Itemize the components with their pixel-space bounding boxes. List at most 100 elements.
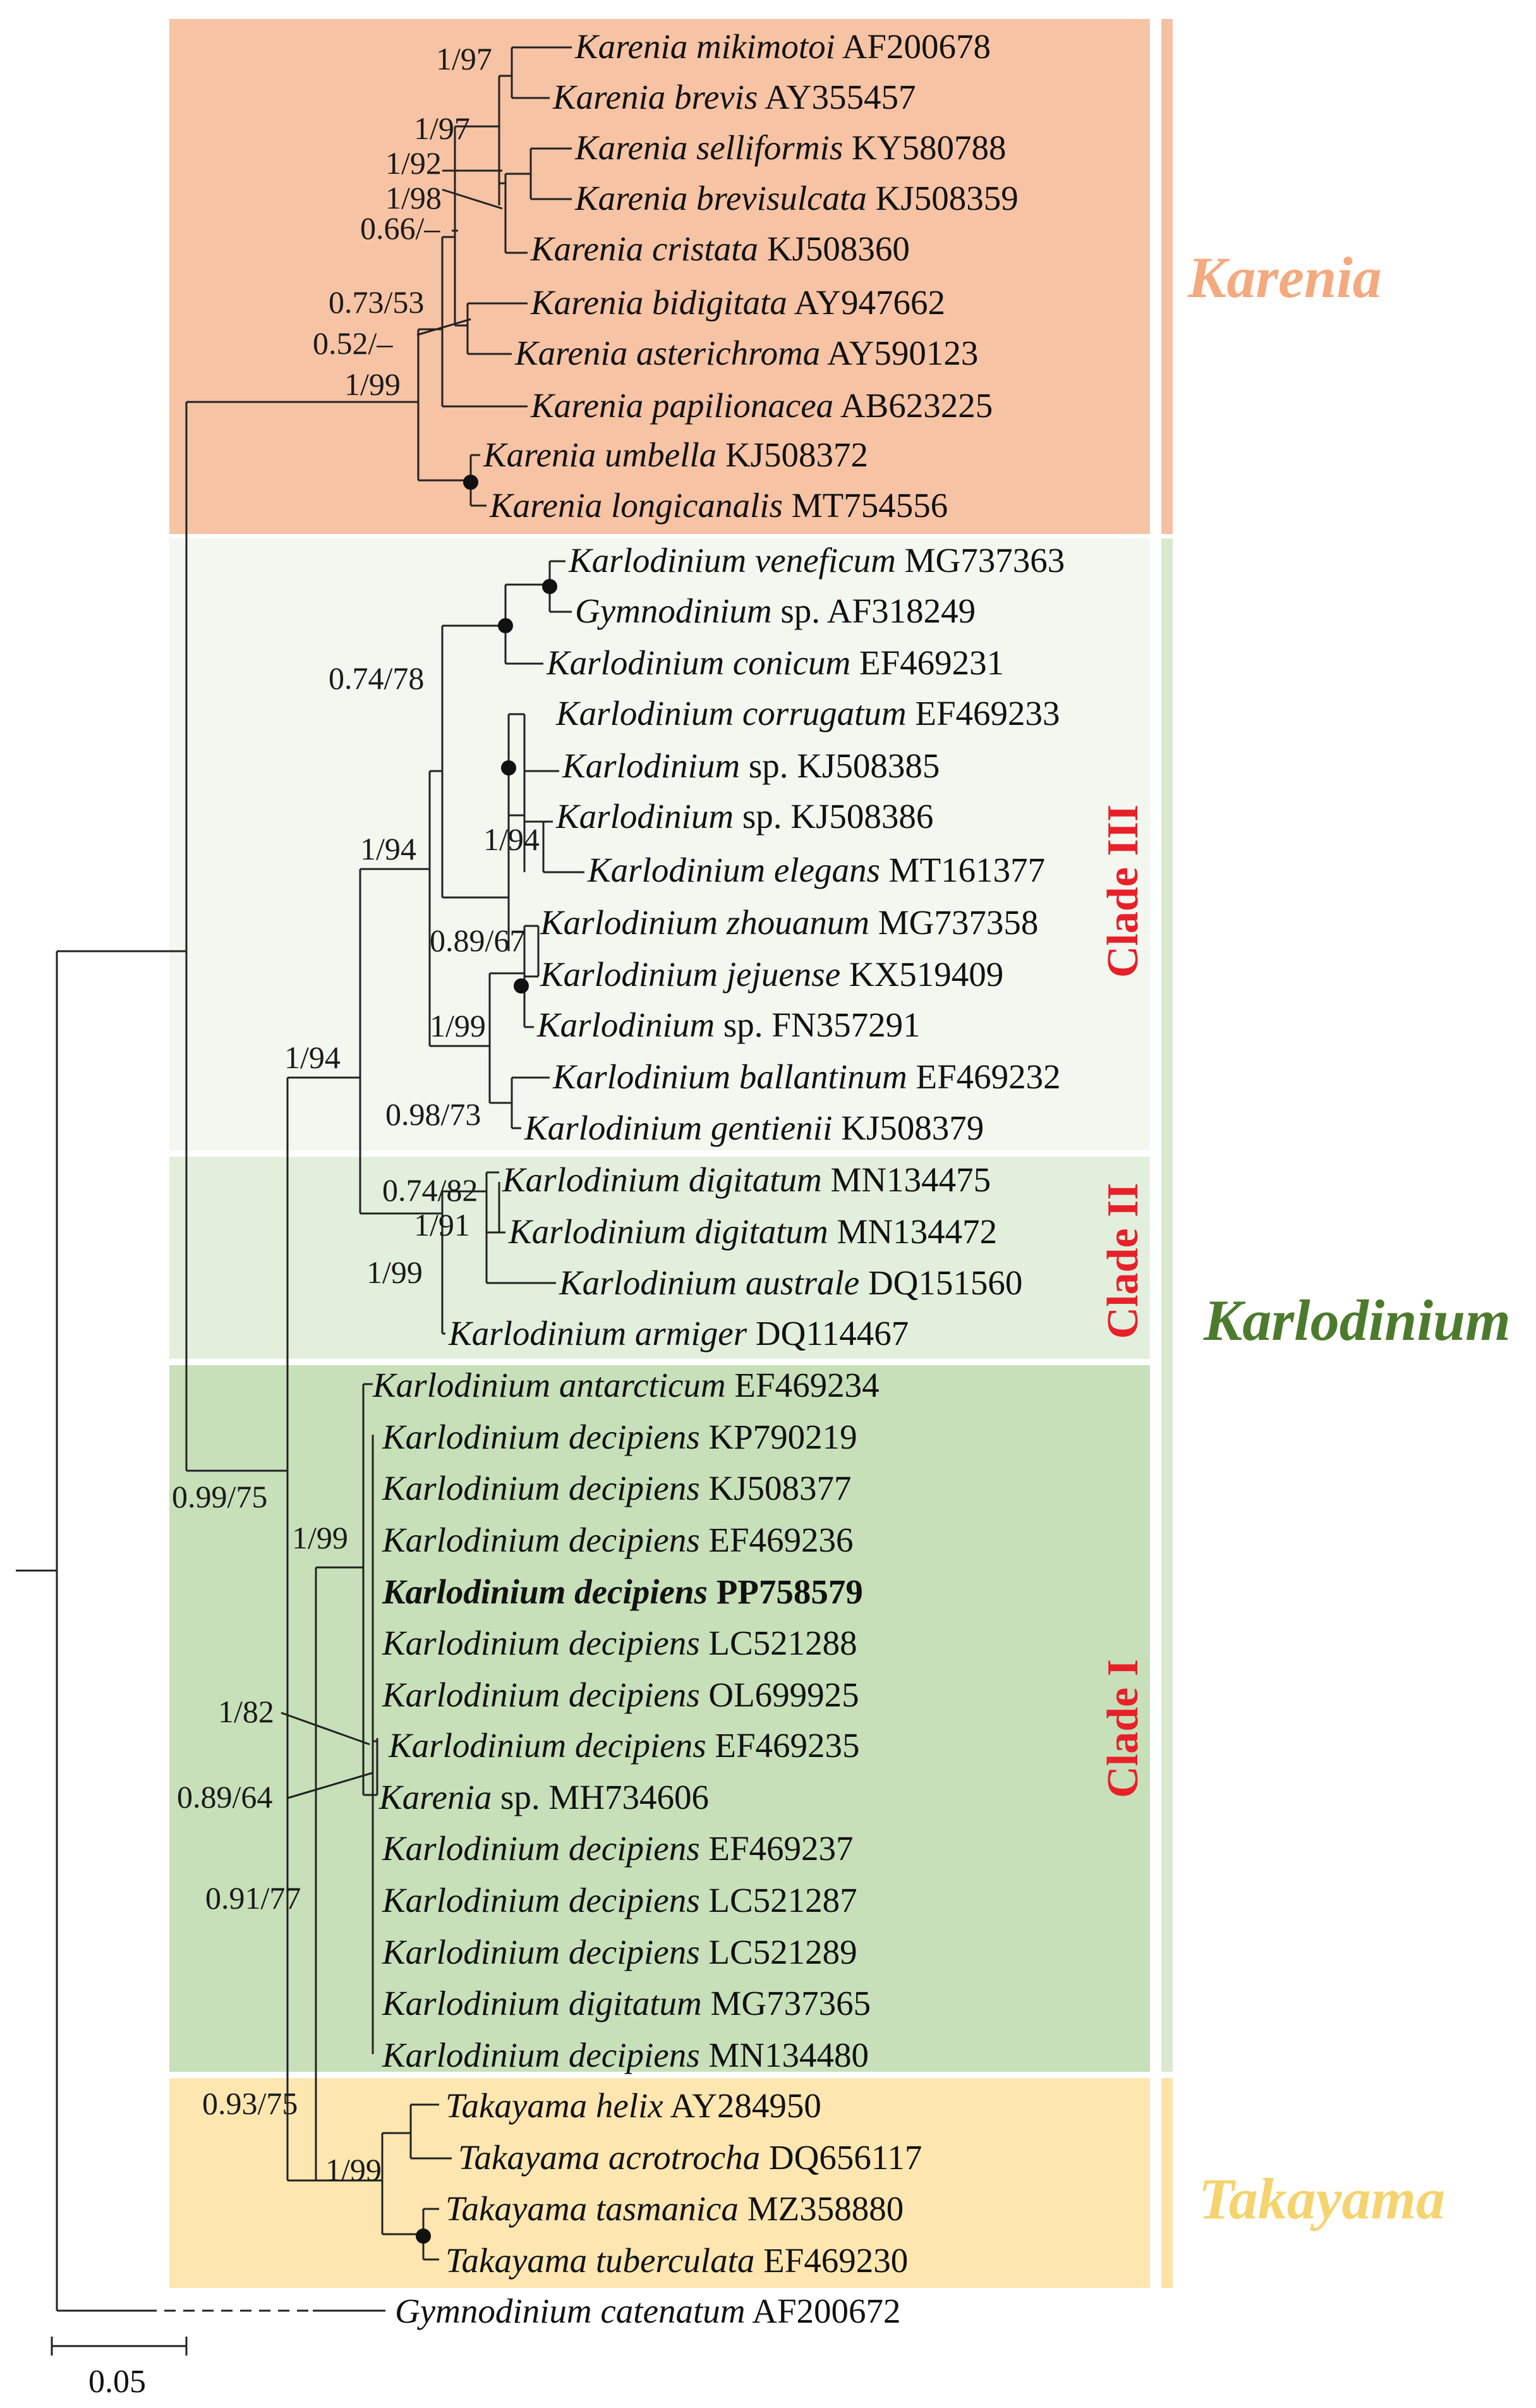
taxon-label: Karlodinium digitatum MG737365 <box>382 1984 871 2022</box>
taxon-label: Karenia brevis AY355457 <box>552 78 916 116</box>
taxon-label: Karlodinium conicum EF469231 <box>546 643 1004 682</box>
taxon-label: Takayama tuberculata EF469230 <box>445 2241 908 2280</box>
branch-clades-ii-iii <box>287 869 361 1213</box>
support-value: 0.66/– <box>360 210 440 246</box>
side-bars <box>1161 19 1173 2288</box>
support-value: 1/99 <box>344 367 401 402</box>
support-value: 1/99 <box>430 1008 486 1043</box>
full-support-markers <box>416 475 557 2244</box>
support-value: 1/94 <box>284 1040 341 1075</box>
branch-ballantinum <box>490 1078 513 1128</box>
taxon-label: Karlodinium decipiens EF469236 <box>382 1521 854 1559</box>
branch-clade-iii <box>360 771 431 1046</box>
branch-root <box>16 951 58 2311</box>
taxon-label: Takayama acrotrocha DQ656117 <box>458 2138 922 2177</box>
leader-line-0-52 <box>416 318 471 336</box>
scale-bar: 0.05 <box>51 2337 188 2400</box>
support-value: 1/99 <box>325 2152 382 2187</box>
taxon-label: Karenia selliformis KY580788 <box>574 128 1006 167</box>
branch-elegans <box>524 820 545 872</box>
taxon-label: Karenia brevisulcata KJ508359 <box>574 179 1019 217</box>
branch-clade-i <box>316 1384 365 1795</box>
branch-karenia-sel <box>499 174 507 253</box>
takayama-panel <box>169 2078 1150 2288</box>
leader-line-0-89-64 <box>287 1772 373 1799</box>
taxon-label: Karenia cristata KJ508360 <box>530 229 910 268</box>
taxon-label: Karlodinium antarcticum EF469234 <box>372 1366 880 1404</box>
taxon-label: Karlodinium digitatum MN134472 <box>508 1212 997 1251</box>
clade-label-i: Clade I <box>1099 1659 1147 1798</box>
full-support-marker <box>501 760 516 775</box>
support-value: 1/99 <box>366 1255 423 1290</box>
support-value: 0.89/64 <box>177 1779 272 1815</box>
taxon-label: Karlodinium decipiens KJ508377 <box>382 1469 851 1507</box>
full-support-marker <box>463 475 478 490</box>
clade-label-iii: Clade III <box>1099 805 1147 978</box>
support-value: 1/94 <box>360 831 416 867</box>
support-value: 0.93/75 <box>202 2086 298 2121</box>
genus-label-karenia: Karenia <box>1187 245 1382 310</box>
support-value: 1/91 <box>414 1207 470 1243</box>
background-panels <box>169 19 1150 2288</box>
branch-clade-i-takayama <box>287 1567 317 2182</box>
support-value: 0.74/78 <box>329 660 424 696</box>
genus-label-takayama: Takayama <box>1199 2167 1445 2231</box>
taxon-label: Karlodinium jejuense KX519409 <box>540 955 1003 994</box>
taxon-label: Karenia papilionacea AB623225 <box>530 386 993 425</box>
branch-clade-iii-lower <box>430 973 491 1103</box>
branch-karlodinium <box>186 1078 289 2180</box>
branch-corrugatum-group <box>442 714 510 951</box>
support-values: 1/97 1/97 1/92 1/98 0.66/– 0.73/53 0.52/… <box>172 41 540 2187</box>
taxon-label: Karlodinium decipiens EF469235 <box>388 1726 860 1765</box>
leader-line-1-82 <box>281 1712 370 1746</box>
support-value: 1/97 <box>436 41 492 76</box>
taxon-label: Karenia bidigitata AY947662 <box>530 283 945 322</box>
support-value: 0.73/53 <box>329 284 424 320</box>
taxon-label: Karenia umbella KJ508372 <box>483 435 868 474</box>
taxon-label: Karlodinium ballantinum EF469232 <box>552 1057 1061 1096</box>
karlodinium-side-bar <box>1161 538 1173 2072</box>
branch-clade-ii <box>360 1191 444 1334</box>
taxon-label: Gymnodinium sp. AF318249 <box>575 592 976 630</box>
taxon-label: Karlodinium decipiens LC521287 <box>382 1881 857 1919</box>
taxon-label: Takayama helix AY284950 <box>445 2086 821 2125</box>
support-value: 1/98 <box>385 180 442 216</box>
leaf-zhouanum <box>524 925 540 976</box>
scale-bar-line <box>51 2337 188 2356</box>
taxon-label: Karlodinium gentienii KJ508379 <box>524 1109 984 1147</box>
support-value: 0.89/67 <box>430 923 525 958</box>
full-support-marker <box>498 618 513 633</box>
clade-ii-panel <box>169 1157 1150 1359</box>
branch-karenia <box>186 329 420 480</box>
taxon-label: Karlodinium decipiens LC521289 <box>382 1933 857 1971</box>
branch-clade-iii-upper <box>430 626 444 897</box>
branch-decipiens <box>363 1435 374 2054</box>
clade-i-panel <box>169 1365 1150 2072</box>
taxon-label: Karlodinium decipiens LC521288 <box>382 1624 857 1662</box>
tree-branches <box>16 46 584 2312</box>
branch-karenia-sel2 <box>505 149 532 199</box>
taxon-label: Karlodinium sp. KJ508386 <box>555 797 933 836</box>
taxon-label: Karenia longicanalis MT754556 <box>489 486 948 525</box>
support-value: 0.52/– <box>313 325 393 361</box>
branch-digitatum-pair <box>487 1182 500 1234</box>
taxon-label: Karlodinium veneficum MG737363 <box>568 541 1065 580</box>
taxon-label: Karlodinium sp. FN357291 <box>536 1006 921 1044</box>
support-value: 1/97 <box>414 111 470 146</box>
takayama-side-bar <box>1161 2078 1173 2288</box>
clade-label-ii: Clade II <box>1099 1183 1147 1339</box>
taxon-label: Karlodinium decipiens MN134480 <box>382 2036 869 2074</box>
karenia-side-bar <box>1161 19 1173 534</box>
support-value: 1/82 <box>218 1694 274 1729</box>
taxon-label: Karlodinium digitatum MN134475 <box>502 1160 991 1199</box>
branch-karenia-mik <box>499 47 513 98</box>
taxon-label: Karlodinium elegans MT161377 <box>587 851 1045 889</box>
full-support-marker <box>416 2229 431 2244</box>
support-value: 0.91/77 <box>205 1880 301 1916</box>
support-value: 1/94 <box>483 822 540 857</box>
genus-label-karlodinium: Karlodinium <box>1203 1288 1511 1353</box>
taxon-label: Takayama tasmanica MZ358880 <box>445 2189 904 2228</box>
taxon-label: Karenia asterichroma AY590123 <box>514 334 978 372</box>
taxon-label: Karlodinium decipiens OL699925 <box>382 1675 859 1714</box>
